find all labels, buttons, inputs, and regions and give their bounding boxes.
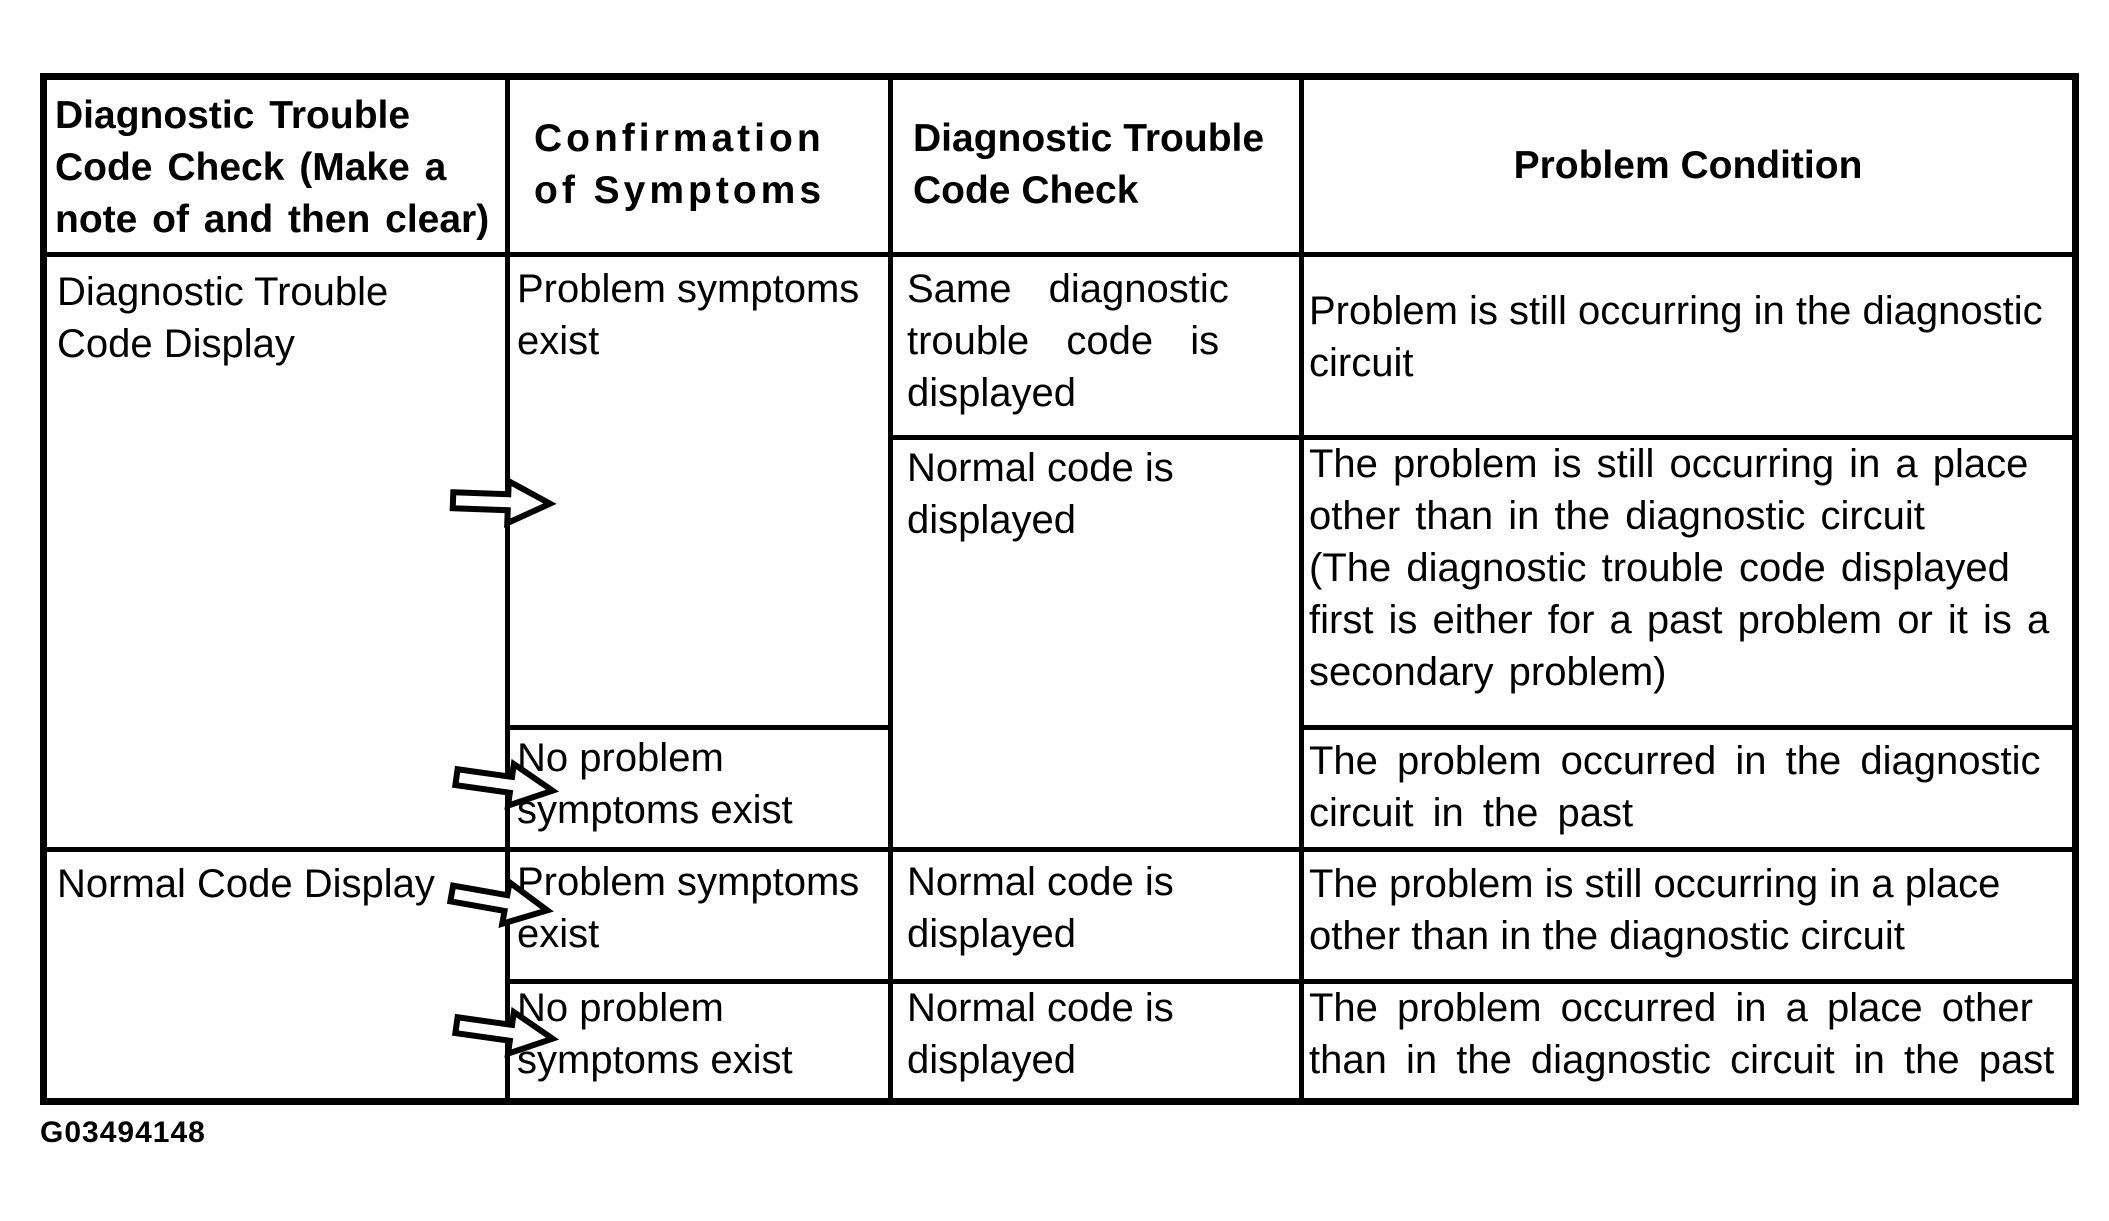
cell-no-problem-symptoms-exist-2: No problem symptoms exist <box>517 986 793 1082</box>
cell-normal-code-display: Normal Code Display <box>57 862 435 906</box>
cell-problem-occurred-circuit-past: The problem occurred in the diagnostic c… <box>1309 739 2041 835</box>
cell-no-problem-symptoms-exist: No problem symptoms exist <box>517 736 793 832</box>
flow-arrow-icon <box>449 476 557 528</box>
diagnostic-code-table: Diagnostic Trouble Code Check (Make a no… <box>40 73 2079 1105</box>
group-divider-line <box>47 847 2072 852</box>
cell-same-dtc-displayed: Same diagnostic trouble code is displaye… <box>907 267 1229 415</box>
row-divider-line <box>1299 725 2072 730</box>
column-divider-2 <box>888 80 893 1098</box>
cell-problem-symptoms-exist: Problem symptoms exist <box>517 267 860 363</box>
cell-normal-code-displayed-2: Normal code is displayed <box>907 860 1174 956</box>
row-divider-line <box>505 725 893 730</box>
flow-arrow-icon <box>451 758 560 811</box>
cell-normal-code-displayed: Normal code is displayed <box>907 446 1174 542</box>
header-dtc-check: Diagnostic Trouble Code Check <box>913 117 1265 212</box>
cell-normal-code-displayed-3: Normal code is displayed <box>907 986 1174 1082</box>
header-confirmation-of-symptoms: Confirmation of Symptoms <box>534 117 826 212</box>
row-divider-line <box>888 435 2072 440</box>
cell-problem-still-occurring-circuit: Problem is still occurring in the diagno… <box>1309 289 2043 385</box>
header-divider-line <box>47 252 2072 257</box>
flow-arrow-icon <box>451 1006 560 1059</box>
column-divider-1 <box>505 80 510 1098</box>
cell-dtc-display: Diagnostic Trouble Code Display <box>57 270 389 366</box>
header-dtc-check-note: Diagnostic Trouble Code Check (Make a no… <box>55 94 490 241</box>
row-divider-line <box>505 979 2072 984</box>
cell-problem-still-occurring-other-place: The problem is still occurring in a plac… <box>1309 862 2001 958</box>
cell-problem-occurred-other-place-past: The problem occurred in a place other th… <box>1309 986 2055 1082</box>
cell-problem-other-place-secondary: The problem is still occurring in a plac… <box>1309 442 2050 694</box>
cell-problem-symptoms-exist-2: Problem symptoms exist <box>517 860 860 956</box>
header-problem-condition: Problem Condition <box>1513 144 1863 187</box>
figure-id: G03494148 <box>40 1116 206 1149</box>
flow-arrow-icon <box>446 877 554 928</box>
column-divider-3 <box>1299 80 1304 1098</box>
